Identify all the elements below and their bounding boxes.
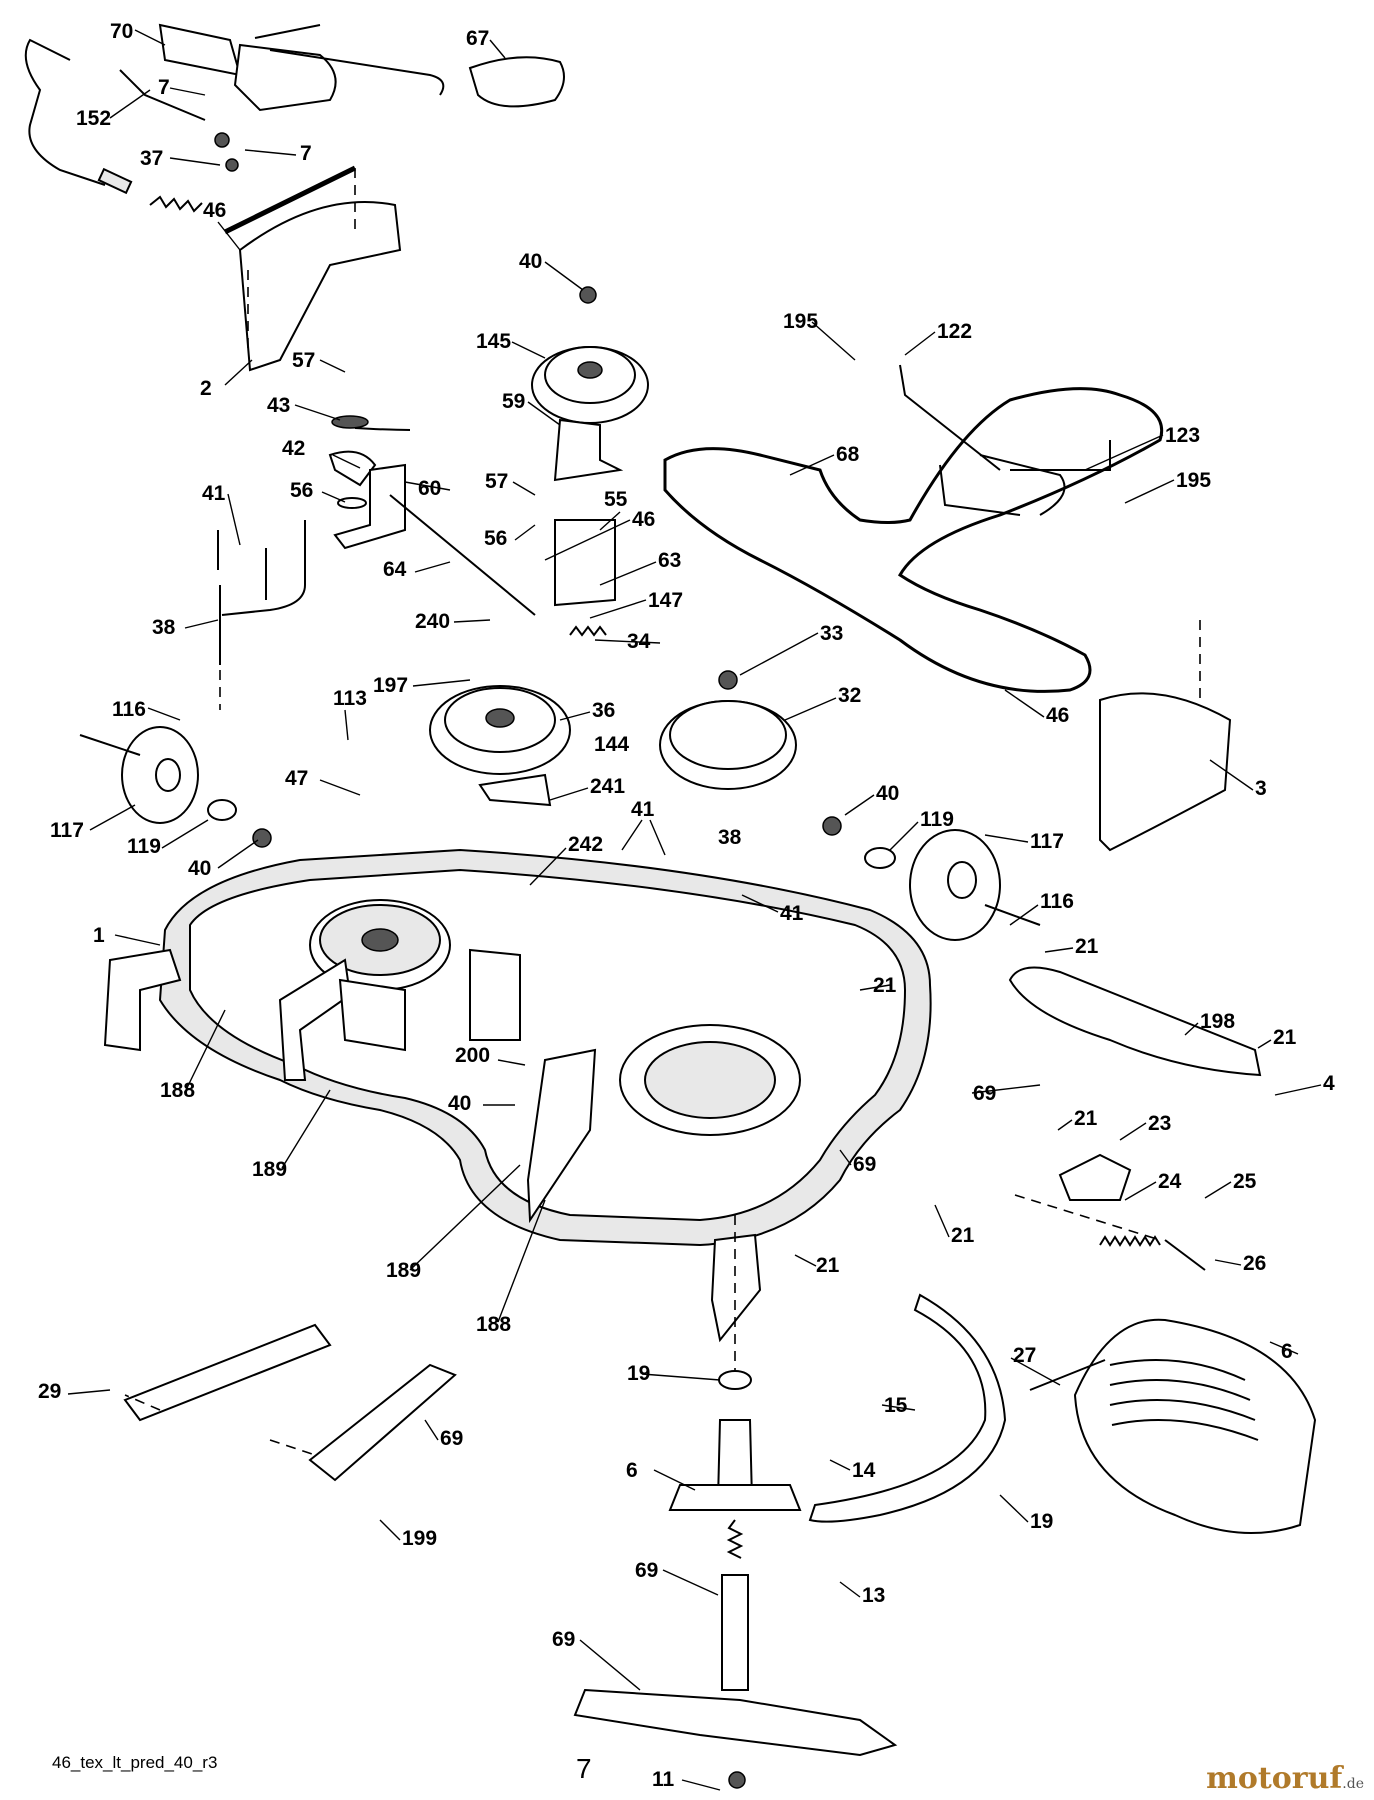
callout: 13 bbox=[862, 1584, 885, 1607]
callout: 69 bbox=[440, 1427, 463, 1450]
callout: 46 bbox=[1046, 704, 1069, 727]
callout: 21 bbox=[1273, 1026, 1297, 1049]
callout: 197 bbox=[373, 674, 408, 697]
callout: 7 bbox=[158, 76, 170, 99]
callout: 25 bbox=[1233, 1170, 1257, 1193]
callout: 24 bbox=[1158, 1170, 1182, 1193]
callout: 3 bbox=[1255, 777, 1267, 800]
callout: 63 bbox=[658, 549, 681, 572]
callout: 144 bbox=[594, 733, 629, 756]
callout: 21 bbox=[816, 1254, 840, 1277]
callouts: 70 67 7 152 37 7 46 2 40 145 195 122 57 … bbox=[38, 20, 1335, 1791]
callout: 59 bbox=[502, 390, 525, 413]
callout: 33 bbox=[820, 622, 843, 645]
callout: 15 bbox=[884, 1394, 908, 1417]
watermark-logo: motoruf.de bbox=[1206, 1761, 1364, 1796]
callout: 195 bbox=[783, 310, 818, 333]
callout: 46 bbox=[632, 508, 655, 531]
callout: 4 bbox=[1323, 1072, 1335, 1095]
callout: 41 bbox=[631, 798, 655, 821]
callout: 38 bbox=[718, 826, 742, 849]
callout: 47 bbox=[285, 767, 308, 790]
callout: 145 bbox=[476, 330, 511, 353]
callout: 6 bbox=[1281, 1340, 1293, 1363]
callout: 26 bbox=[1243, 1252, 1266, 1275]
drawing-id: 46_tex_lt_pred_40_r3 bbox=[52, 1753, 217, 1772]
callout: 14 bbox=[852, 1459, 876, 1482]
callout: 23 bbox=[1148, 1112, 1171, 1135]
callout: 6 bbox=[626, 1459, 638, 1482]
callout: 241 bbox=[590, 775, 625, 798]
callout: 69 bbox=[552, 1628, 575, 1651]
callout: 189 bbox=[252, 1158, 287, 1181]
callout: 152 bbox=[76, 107, 111, 130]
callout: 27 bbox=[1013, 1344, 1036, 1367]
watermark-brand: motoruf bbox=[1206, 1761, 1343, 1796]
callout: 69 bbox=[635, 1559, 658, 1582]
callout: 116 bbox=[1040, 890, 1074, 913]
callout: 147 bbox=[648, 589, 683, 612]
callout: 19 bbox=[1030, 1510, 1053, 1533]
callout: 56 bbox=[484, 527, 507, 550]
callout: 37 bbox=[140, 147, 163, 170]
callout: 21 bbox=[1074, 1107, 1098, 1130]
callout: 69 bbox=[973, 1082, 996, 1105]
callout: 55 bbox=[604, 488, 628, 511]
callout: 68 bbox=[836, 443, 860, 466]
callout: 40 bbox=[519, 250, 542, 273]
watermark-tld: .de bbox=[1342, 1776, 1364, 1792]
parts-drawing bbox=[24, 23, 1317, 1789]
callout: 189 bbox=[386, 1259, 421, 1282]
callout: 40 bbox=[188, 857, 211, 880]
callout: 123 bbox=[1165, 424, 1200, 447]
callout: 188 bbox=[160, 1079, 195, 1102]
callout: 29 bbox=[38, 1380, 61, 1403]
callout: 242 bbox=[568, 833, 603, 856]
callout: 195 bbox=[1176, 469, 1211, 492]
callout: 57 bbox=[292, 349, 315, 372]
callout: 117 bbox=[1030, 830, 1064, 853]
callout: 7 bbox=[300, 142, 312, 165]
callout: 119 bbox=[920, 808, 954, 831]
callout: 188 bbox=[476, 1313, 511, 1336]
callout: 38 bbox=[152, 616, 176, 639]
callout: 113 bbox=[333, 687, 367, 710]
callout: 57 bbox=[485, 470, 508, 493]
callout: 122 bbox=[937, 320, 972, 343]
callout: 42 bbox=[282, 437, 305, 460]
callout: 199 bbox=[402, 1527, 437, 1550]
callout: 40 bbox=[448, 1092, 471, 1115]
callout: 21 bbox=[1075, 935, 1099, 958]
callout: 2 bbox=[200, 377, 212, 400]
callout: 116 bbox=[112, 698, 146, 721]
callout: 41 bbox=[202, 482, 226, 505]
leader-lines bbox=[67, 29, 1322, 1791]
callout: 1 bbox=[93, 924, 105, 947]
page-number: 7 bbox=[576, 1753, 592, 1784]
callout: 32 bbox=[838, 684, 861, 707]
callout: 11 bbox=[652, 1768, 675, 1791]
callout: 200 bbox=[455, 1044, 490, 1067]
callout: 41 bbox=[780, 902, 804, 925]
callout: 43 bbox=[267, 394, 290, 417]
callout: 21 bbox=[951, 1224, 975, 1247]
callout: 36 bbox=[592, 699, 615, 722]
callout: 69 bbox=[853, 1153, 876, 1176]
callout: 60 bbox=[418, 477, 441, 500]
callout: 56 bbox=[290, 479, 313, 502]
callout: 64 bbox=[383, 558, 407, 581]
callout: 240 bbox=[415, 610, 450, 633]
callout: 198 bbox=[1200, 1010, 1235, 1033]
callout: 46 bbox=[203, 199, 226, 222]
callout: 117 bbox=[50, 819, 84, 842]
callout: 119 bbox=[127, 835, 161, 858]
callout: 70 bbox=[110, 20, 133, 43]
callout: 67 bbox=[466, 27, 489, 50]
callout: 40 bbox=[876, 782, 899, 805]
callout: 19 bbox=[627, 1362, 650, 1385]
